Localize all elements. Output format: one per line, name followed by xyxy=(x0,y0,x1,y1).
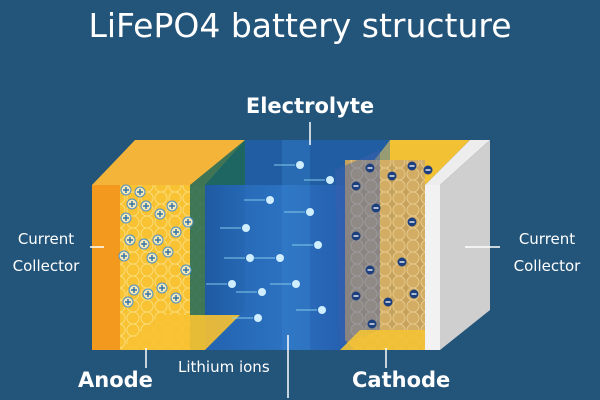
current-collector-left-label: Current Collector xyxy=(6,226,86,280)
cathode-collector-side xyxy=(440,140,490,350)
electron-icon xyxy=(407,161,417,171)
lithium-ion-icon xyxy=(146,252,158,264)
collector-top-face xyxy=(425,140,490,185)
lithium-ion-icon xyxy=(296,306,326,314)
lithium-ion-icon xyxy=(124,234,136,246)
lithium-ion-icon xyxy=(118,250,130,262)
electrolyte-label: Electrolyte xyxy=(245,94,375,118)
electron-icon xyxy=(409,289,419,299)
lithium-ion-icon xyxy=(128,284,140,296)
electron-icon xyxy=(365,163,375,173)
lithium-ion-icon xyxy=(122,296,134,308)
lithium-ion-icon xyxy=(244,196,274,204)
lithium-ion-icon xyxy=(224,254,254,262)
lithium-ion-icon xyxy=(180,264,192,276)
anode-collector xyxy=(92,185,120,350)
electron-icon xyxy=(367,319,377,329)
lithium-ion-icon xyxy=(152,234,164,246)
electron-icon xyxy=(407,217,417,227)
lithium-ion-icon xyxy=(274,161,304,169)
cathode-bottom-strip xyxy=(340,330,425,350)
cc-left-line-1: Current xyxy=(17,230,75,248)
cathode-blue-overlay xyxy=(335,150,380,345)
diagram-title: LiFePO4 battery structure xyxy=(88,6,512,45)
cathode-hex-pattern xyxy=(350,160,425,350)
lithium-ion-icon xyxy=(166,200,178,212)
electron-icon xyxy=(371,203,381,213)
lithium-ion-icon xyxy=(140,200,152,212)
lithium-ion-icon xyxy=(156,282,168,294)
lithium-ion-icon xyxy=(304,176,334,184)
lithium-ion-icon xyxy=(142,288,154,300)
lithium-ion-icon xyxy=(170,226,182,238)
lithium-ion-icon xyxy=(284,208,314,216)
electron-icon xyxy=(365,265,375,275)
lithium-ion-icon xyxy=(162,246,174,258)
current-collector-right-label: Current Collector xyxy=(502,226,592,280)
lithium-ion-icon xyxy=(292,241,322,249)
lithium-ion-icon xyxy=(232,314,262,322)
lithium-ion-icon xyxy=(120,212,132,224)
lithium-ion-icon xyxy=(220,224,250,232)
lithium-ion-icon xyxy=(154,208,166,220)
electron-icon xyxy=(351,181,361,191)
electron-icon xyxy=(423,165,433,175)
lithium-ion-icon xyxy=(236,288,266,296)
lithium-ion-icon xyxy=(120,184,132,196)
electron-icon xyxy=(397,257,407,267)
lithium-ion-icon xyxy=(170,292,182,304)
cc-left-line-2: Collector xyxy=(12,257,80,275)
electron-icon xyxy=(387,171,397,181)
cc-right-line-1: Current xyxy=(518,230,576,248)
cc-right-line-2: Collector xyxy=(513,257,581,275)
lithium-ion-icon xyxy=(138,238,150,250)
lithium-ion-icon xyxy=(182,216,194,228)
electron-icon xyxy=(351,231,361,241)
lithium-ion-icon xyxy=(134,186,146,198)
lithium-ion-icon xyxy=(254,254,284,262)
lithium-ion-icon xyxy=(206,280,236,288)
electron-icon xyxy=(383,297,393,307)
anode-bottom-strip xyxy=(120,315,240,350)
cathode-label: Cathode xyxy=(352,368,451,392)
ion-trail-group xyxy=(206,161,334,322)
lithium-ion-icon xyxy=(126,198,138,210)
lithium-ion-icon xyxy=(270,280,300,288)
lithium-ions-label: Lithium ions xyxy=(178,358,270,376)
anode-label: Anode xyxy=(78,368,153,392)
electron-group xyxy=(351,161,433,329)
anode-ion-group xyxy=(118,184,194,308)
cathode-collector-front xyxy=(425,185,440,350)
electron-icon xyxy=(351,291,361,301)
